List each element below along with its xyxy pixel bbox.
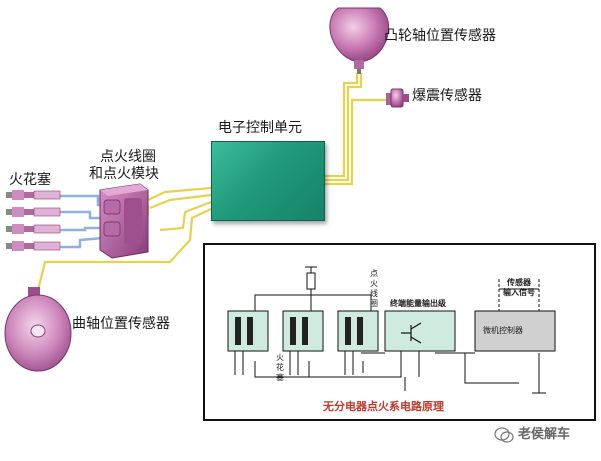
output-stage-label: 终端能量输出级 bbox=[390, 299, 446, 308]
camshaft-sensor-label: 凸轮轴位置传感器 bbox=[384, 28, 496, 44]
sensor-input-label-line2: 输入信号 bbox=[503, 288, 535, 297]
coil-vertical-label: 点火线圈 bbox=[370, 269, 378, 308]
coil-boxes bbox=[227, 310, 379, 352]
plug-vertical-label: 火花塞 bbox=[276, 353, 284, 382]
circuit-diagram bbox=[227, 266, 556, 394]
circuit-schematic-panel: 点火线圈 火花塞 终端能量输出级 传感器 输入信号 微机控制器 无分电器点火系电… bbox=[203, 243, 596, 421]
crankshaft-sensor-label: 曲轴位置传感器 bbox=[72, 316, 170, 332]
output-stage-box bbox=[384, 310, 456, 352]
ignition-leads bbox=[60, 194, 104, 249]
fuse-icon bbox=[306, 272, 316, 290]
sensor-input-label-line1: 传感器 bbox=[507, 278, 531, 287]
camshaft-sensor bbox=[329, 7, 390, 74]
schematic-title: 无分电器点火系电路原理 bbox=[323, 400, 444, 413]
crankshaft-sensor bbox=[4, 287, 72, 372]
microcontroller-label: 微机控制器 bbox=[483, 326, 523, 335]
knock-sensor bbox=[386, 88, 409, 108]
coil-module-label-line1: 点火线圈 bbox=[100, 149, 156, 165]
ignition-coil-module bbox=[99, 183, 149, 259]
watermark-text: 老侯解车 bbox=[518, 427, 571, 442]
microcontroller-box bbox=[474, 310, 556, 352]
spark-plugs bbox=[6, 190, 61, 251]
ecu-label: 电子控制单元 bbox=[218, 120, 302, 136]
wechat-icon bbox=[494, 427, 514, 443]
spark-plug-label: 火花塞 bbox=[9, 172, 51, 188]
wiring-harness bbox=[36, 73, 386, 291]
coil-module-label-line2: 和点火模块 bbox=[89, 166, 159, 182]
knock-sensor-label: 爆震传感器 bbox=[412, 88, 482, 104]
ecu-module bbox=[211, 141, 325, 221]
